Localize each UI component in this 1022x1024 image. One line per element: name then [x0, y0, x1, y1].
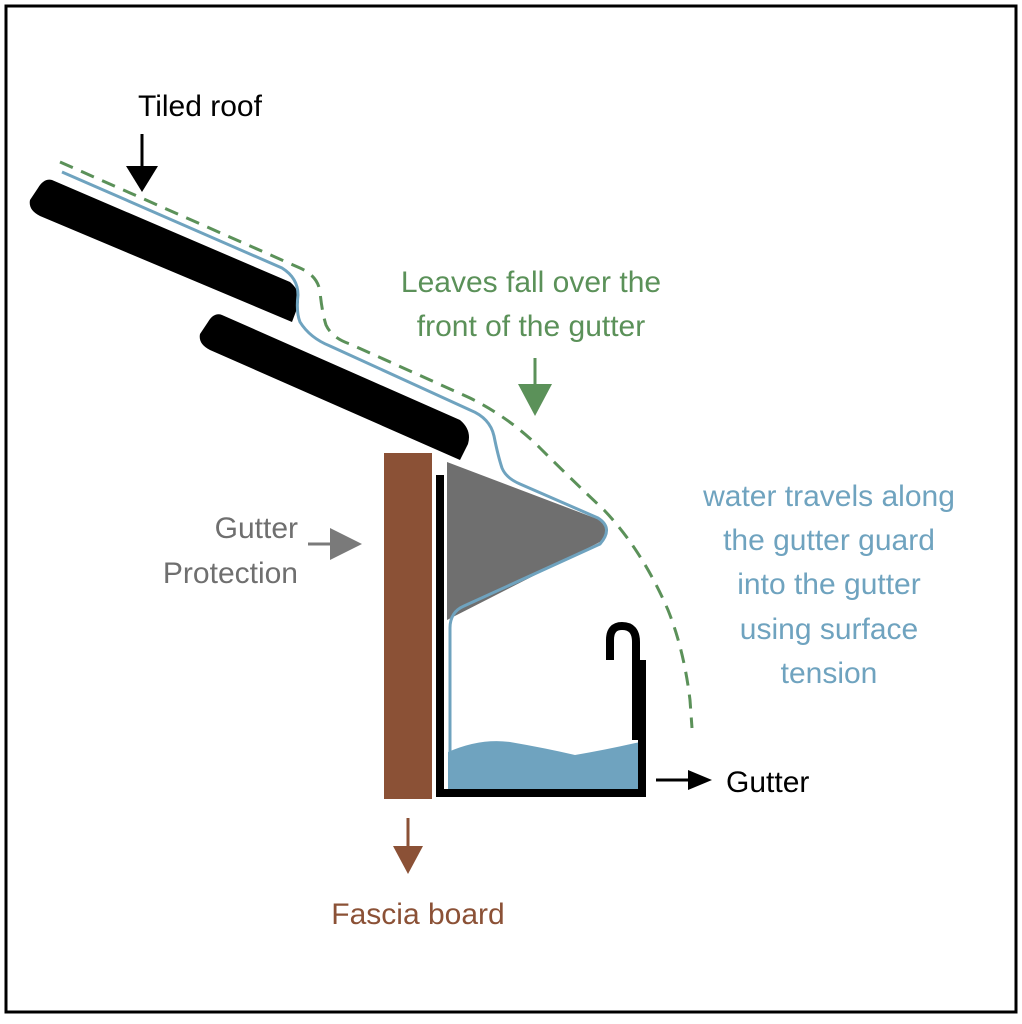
leaves-label-line1: Leaves fall over the [401, 266, 661, 299]
water-path-line [61, 170, 608, 752]
leaves-path-line [59, 160, 694, 729]
leaves-label-line2: front of the gutter [417, 310, 645, 343]
fascia-label: Fascia board [331, 898, 504, 931]
leaves-arrow-head [518, 384, 552, 416]
water-label-line2: the gutter guard [723, 524, 935, 557]
gutter-lip [606, 621, 640, 740]
water-label-line3: into the gutter [737, 568, 920, 601]
tiled-roof-arrow-head [126, 166, 158, 192]
water-label-line5: tension [781, 657, 878, 690]
water-label-line1: water travels along [702, 480, 955, 513]
gutter-arrow-head [688, 770, 712, 790]
gutter-body [436, 475, 646, 797]
protection-arrow-head [330, 528, 362, 560]
protection-label-line1: Gutter [215, 512, 298, 545]
water-label-line4: using surface [740, 613, 918, 646]
gutter-protection [447, 462, 606, 620]
gutter-label: Gutter [726, 766, 809, 799]
gutter-water [448, 741, 640, 790]
protection-label-line2: Protection [163, 557, 298, 590]
roof-tile-lower [199, 314, 469, 460]
diagram-frame [4, 4, 1018, 1014]
roof-tile-upper [29, 179, 299, 322]
fascia-arrow-head [393, 846, 423, 874]
fascia-board [384, 453, 432, 799]
tiled-roof-label: Tiled roof [138, 90, 263, 123]
